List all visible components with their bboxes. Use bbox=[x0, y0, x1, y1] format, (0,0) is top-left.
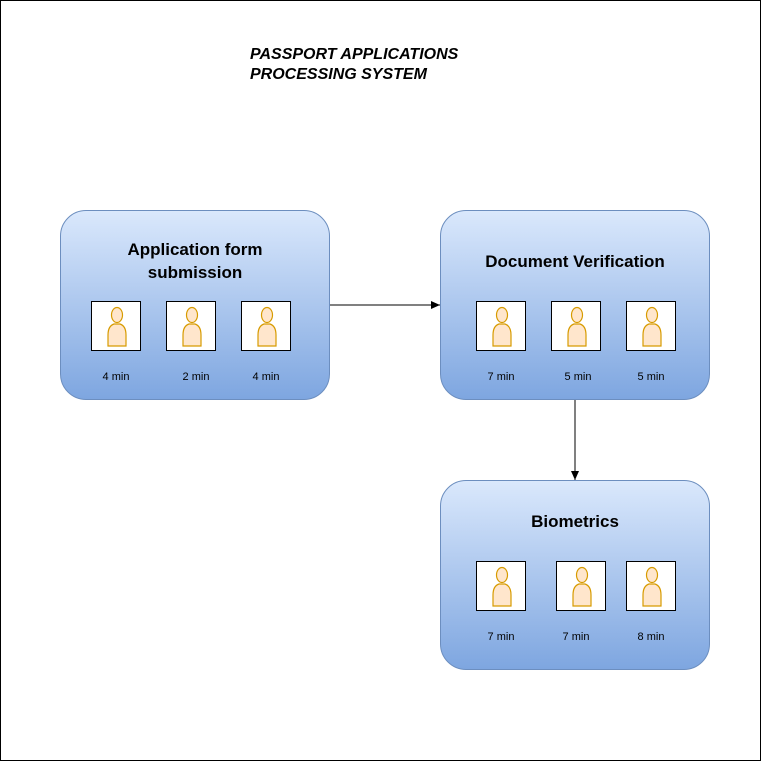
person-silhouette bbox=[182, 306, 202, 347]
person-silhouette bbox=[492, 566, 512, 607]
duration-label: 7 min bbox=[487, 371, 515, 383]
stage-biometrics[interactable]: Biometrics 7 min 7 min 8 min bbox=[440, 480, 710, 670]
duration-label: 2 min bbox=[182, 371, 210, 383]
stage-title: Biometrics bbox=[441, 510, 709, 533]
duration-label: 5 min bbox=[564, 371, 592, 383]
duration-label: 4 min bbox=[102, 371, 130, 383]
person-icon bbox=[241, 301, 291, 351]
person-silhouette bbox=[642, 306, 662, 347]
person-icon bbox=[476, 301, 526, 351]
stage-application-form-submission[interactable]: Application form submission 4 min 2 min … bbox=[60, 210, 330, 400]
stage-title-line1: Biometrics bbox=[531, 512, 619, 531]
diagram-title-line2: PROCESSING SYSTEM bbox=[250, 66, 427, 83]
duration-label: 8 min bbox=[637, 631, 665, 643]
person-icon bbox=[91, 301, 141, 351]
person-silhouette bbox=[107, 306, 127, 347]
person-icon bbox=[556, 561, 606, 611]
person-icon bbox=[166, 301, 216, 351]
person-icon bbox=[551, 301, 601, 351]
duration-label: 7 min bbox=[562, 631, 590, 643]
diagram-title: PASSPORT APPLICATIONS PROCESSING SYSTEM bbox=[250, 45, 458, 85]
stage-title: Document Verification bbox=[441, 250, 709, 273]
duration-label: 7 min bbox=[487, 631, 515, 643]
person-silhouette bbox=[567, 306, 587, 347]
person-silhouette bbox=[642, 566, 662, 607]
diagram-title-line1: PASSPORT APPLICATIONS bbox=[250, 46, 459, 63]
stage-title-line1: Application form bbox=[127, 240, 263, 259]
person-silhouette bbox=[572, 566, 592, 607]
person-icon bbox=[626, 301, 676, 351]
stage-document-verification[interactable]: Document Verification 7 min 5 min 5 min bbox=[440, 210, 710, 400]
stage-title: Application form submission bbox=[61, 238, 329, 284]
person-silhouette bbox=[257, 306, 277, 347]
person-icon bbox=[476, 561, 526, 611]
person-silhouette bbox=[492, 306, 512, 347]
stage-title-line2: submission bbox=[147, 263, 243, 282]
duration-label: 5 min bbox=[637, 371, 665, 383]
duration-label: 4 min bbox=[252, 371, 280, 383]
stage-title-line1: Document Verification bbox=[485, 252, 665, 271]
person-icon bbox=[626, 561, 676, 611]
